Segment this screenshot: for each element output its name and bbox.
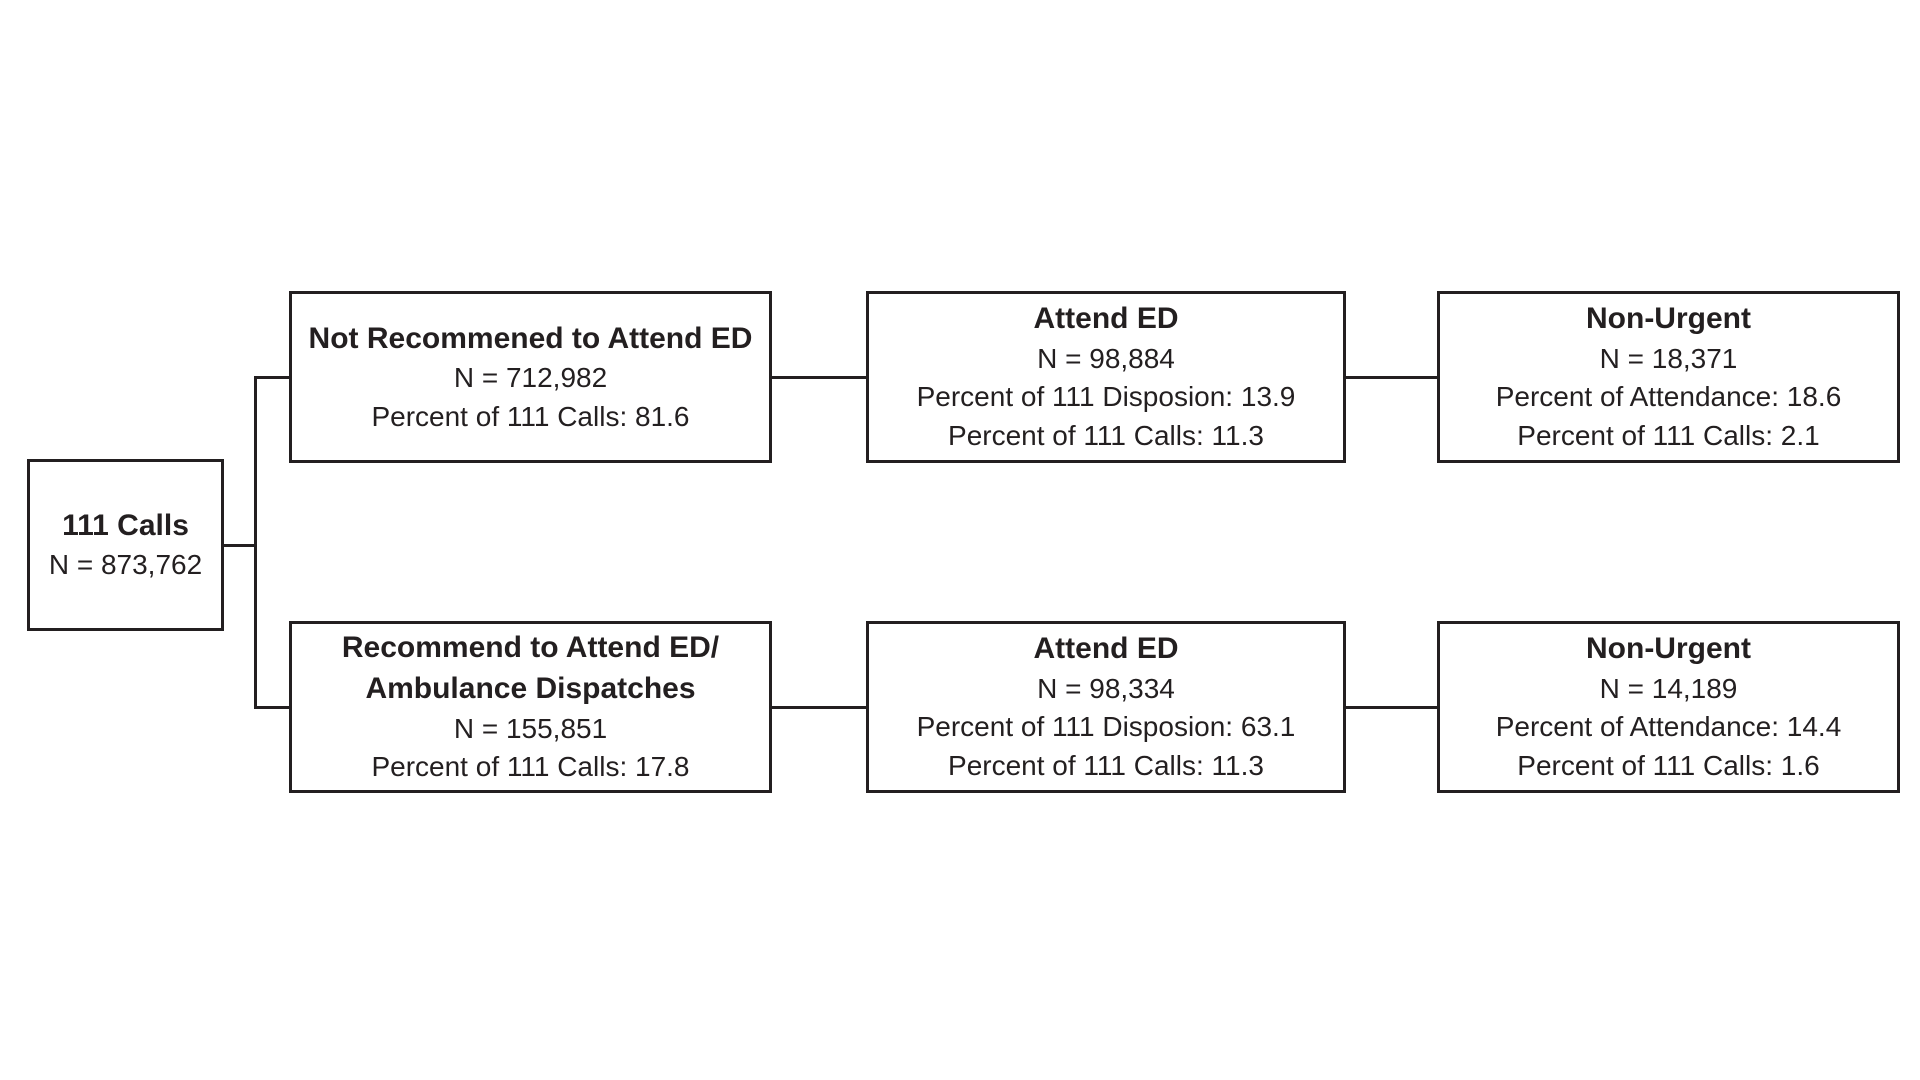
node-n: N = 98,884 <box>1037 342 1175 374</box>
node-n: N = 155,851 <box>453 712 608 744</box>
node-top-non-urgent: Non-Urgent N = 18,371 Percent of Attenda… <box>1437 291 1900 463</box>
node-title: Non-Urgent <box>1586 632 1751 666</box>
connector-bottom-branch-stub <box>254 706 289 709</box>
connector-top-branch-stub <box>254 376 289 379</box>
node-n: N = 14,189 <box>1599 672 1738 704</box>
node-111-calls: 111 Calls N = 873,762 <box>27 459 224 631</box>
node-n: N = 18,371 <box>1599 342 1738 374</box>
connector-bottom-stage1-stage2 <box>772 706 866 709</box>
node-title-line2: Ambulance Dispatches <box>365 672 696 706</box>
node-title: Not Recommened to Attend ED <box>308 321 753 355</box>
node-pct-disposition: Percent of 111 Disposion: 63.1 <box>916 711 1296 743</box>
node-pct-calls: Percent of 111 Calls: 17.8 <box>371 751 690 783</box>
node-n: N = 712,982 <box>453 362 608 394</box>
node-bottom-non-urgent: Non-Urgent N = 14,189 Percent of Attenda… <box>1437 621 1900 793</box>
node-pct-attendance: Percent of Attendance: 14.4 <box>1495 711 1842 743</box>
node-not-recommended-attend-ed: Not Recommened to Attend ED N = 712,982 … <box>289 291 772 463</box>
node-pct-calls: Percent of 111 Calls: 2.1 <box>1517 420 1820 451</box>
node-pct-disposition: Percent of 111 Disposion: 13.9 <box>916 381 1296 413</box>
node-pct-calls: Percent of 111 Calls: 1.6 <box>1517 750 1820 781</box>
connector-top-stage1-stage2 <box>772 376 866 379</box>
node-title: 111 Calls <box>62 508 189 542</box>
node-title: Non-Urgent <box>1586 302 1751 336</box>
node-pct-calls: Percent of 111 Calls: 81.6 <box>371 400 690 432</box>
node-pct-calls: Percent of 111 Calls: 11.3 <box>948 420 1264 451</box>
node-pct-calls: Percent of 111 Calls: 11.3 <box>948 750 1264 781</box>
node-n: N = 98,334 <box>1037 672 1175 704</box>
connector-root-horizontal <box>224 544 257 547</box>
node-recommend-attend-ed-ambulance: Recommend to Attend ED/ Ambulance Dispat… <box>289 621 772 793</box>
node-title: Attend ED <box>1033 632 1179 666</box>
node-title-line1: Recommend to Attend ED/ <box>341 630 720 664</box>
node-title: Attend ED <box>1033 302 1179 336</box>
node-top-attend-ed: Attend ED N = 98,884 Percent of 111 Disp… <box>866 291 1346 463</box>
node-n: N = 873,762 <box>48 549 203 581</box>
connector-branch-vertical <box>254 376 257 709</box>
node-bottom-attend-ed: Attend ED N = 98,334 Percent of 111 Disp… <box>866 621 1346 793</box>
node-pct-attendance: Percent of Attendance: 18.6 <box>1495 381 1842 413</box>
connector-bottom-stage2-stage3 <box>1346 706 1437 709</box>
connector-top-stage2-stage3 <box>1346 376 1437 379</box>
